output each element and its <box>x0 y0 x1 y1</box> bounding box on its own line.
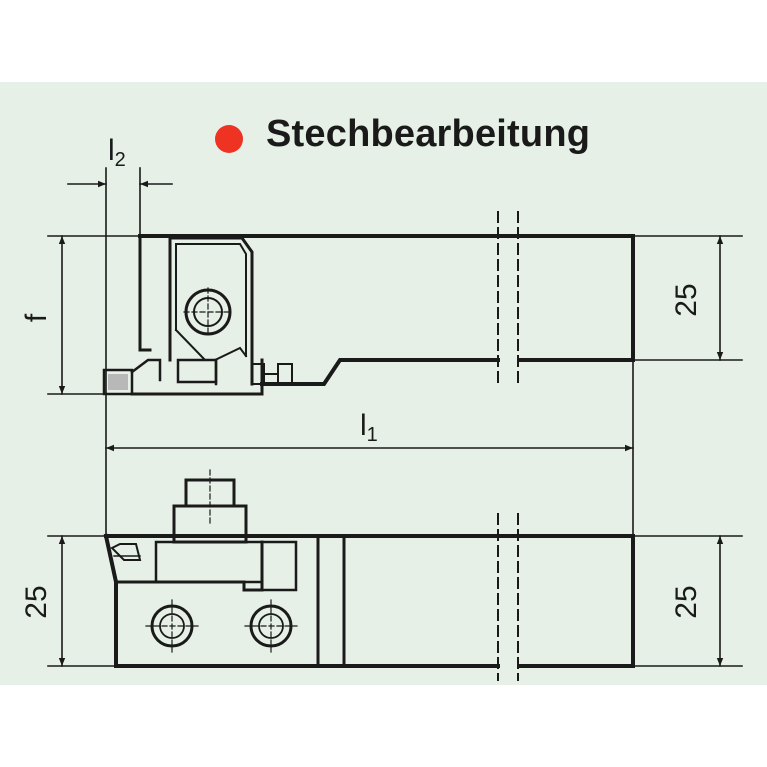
red-dot-icon <box>215 125 243 153</box>
dimension-lines <box>47 167 743 667</box>
f-label: f <box>20 313 53 322</box>
top-view <box>102 211 635 396</box>
l1-label: l1 <box>360 409 378 446</box>
l2-label: l2 <box>108 134 126 171</box>
bottom-left-dimension-label: 25 <box>20 585 53 618</box>
bottom-right-dimension-label: 25 <box>670 585 703 618</box>
title: Stechbearbeitung <box>266 113 591 155</box>
bottom-view <box>103 469 635 681</box>
top-right-dimension-label: 25 <box>670 283 703 316</box>
